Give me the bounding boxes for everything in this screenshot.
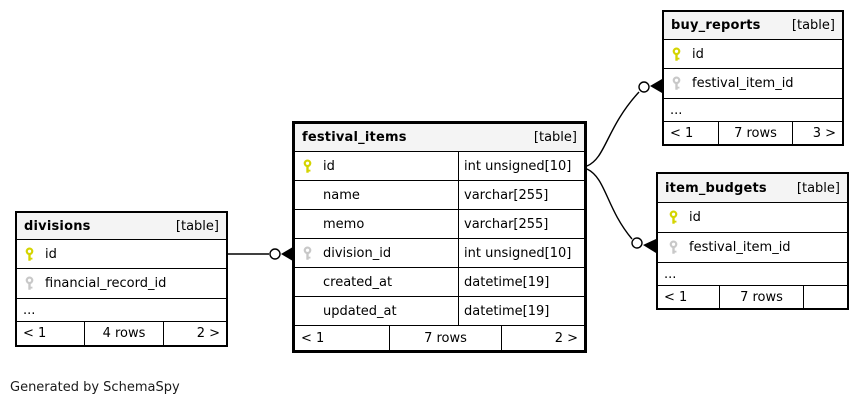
foreign-key-icon xyxy=(668,240,679,255)
primary-key-icon xyxy=(671,46,682,62)
table-badge: [table] xyxy=(791,18,835,33)
column-row: festival_item_id xyxy=(664,69,842,99)
primary-key-icon xyxy=(24,246,35,262)
table-buy-reports: buy_reports [table] id festival_item_id … xyxy=(662,10,844,146)
edge-divisions-festival-items xyxy=(228,247,292,261)
column-row: financial_record_id xyxy=(17,269,226,299)
column-name: festival_item_id xyxy=(692,76,794,91)
column-name: created_at xyxy=(323,274,393,290)
parents-indicator: < 1 xyxy=(23,326,47,341)
children-indicator: 2 > xyxy=(501,326,584,350)
column-type: int unsigned[10] xyxy=(458,152,584,180)
column-name: division_id xyxy=(323,245,392,261)
column-row: id int unsigned[10] xyxy=(295,152,584,181)
children-indicator: 3 > xyxy=(792,122,842,144)
column-row: memo varchar[255] xyxy=(295,210,584,239)
table-festival-items: festival_items [table] id int unsigned[1… xyxy=(292,121,587,353)
table-title-divisions[interactable]: divisions xyxy=(24,218,91,234)
table-divisions: divisions [table] id financial_record_id… xyxy=(15,211,228,347)
primary-key-icon xyxy=(668,210,679,225)
column-row: id xyxy=(664,40,842,69)
column-name: name xyxy=(323,187,360,203)
table-footer: < 1 7 rows 2 > xyxy=(295,326,584,350)
table-badge: [table] xyxy=(175,218,219,234)
table-item-budgets: item_budgets [table] id festival_item_id… xyxy=(656,172,849,310)
row-count: 4 rows xyxy=(84,322,163,345)
table-title-buy-reports[interactable]: buy_reports xyxy=(671,18,761,33)
table-badge: [table] xyxy=(533,130,577,145)
edge-festival-items-buy-reports xyxy=(586,79,662,167)
table-header: divisions [table] xyxy=(17,213,226,240)
column-row: name varchar[255] xyxy=(295,181,584,210)
table-header: festival_items [table] xyxy=(295,124,584,152)
ellipsis-label: ... xyxy=(23,302,36,318)
ellipsis-label: ... xyxy=(664,266,677,282)
more-columns-row: ... xyxy=(17,299,226,322)
table-footer: < 1 7 rows xyxy=(658,286,847,308)
column-row: updated_at datetime[19] xyxy=(295,297,584,326)
column-name: festival_item_id xyxy=(689,240,791,255)
column-type: varchar[255] xyxy=(458,210,584,238)
foreign-key-icon xyxy=(24,276,35,291)
table-header: item_budgets [table] xyxy=(658,174,847,203)
table-footer: < 1 7 rows 3 > xyxy=(664,122,842,144)
more-columns-row: ... xyxy=(658,263,847,286)
column-row: id xyxy=(17,240,226,269)
foreign-key-icon xyxy=(671,76,682,91)
ellipsis-label: ... xyxy=(670,102,683,118)
table-title-item-budgets[interactable]: item_budgets xyxy=(665,180,767,196)
column-name: updated_at xyxy=(323,303,397,319)
row-count: 7 rows xyxy=(389,326,501,350)
table-header: buy_reports [table] xyxy=(664,12,842,40)
column-type: datetime[19] xyxy=(458,297,584,325)
table-badge: [table] xyxy=(796,180,840,196)
generated-by-note: Generated by SchemaSpy xyxy=(10,380,180,395)
primary-key-icon xyxy=(302,158,313,174)
table-title-festival-items[interactable]: festival_items xyxy=(302,130,407,145)
column-name: id xyxy=(689,210,701,225)
edge-festival-items-item-budgets xyxy=(586,168,656,253)
column-row: division_id int unsigned[10] xyxy=(295,239,584,268)
column-name: memo xyxy=(323,216,365,232)
column-row: id xyxy=(658,203,847,233)
table-footer: < 1 4 rows 2 > xyxy=(17,322,226,345)
children-indicator: 2 > xyxy=(163,322,226,345)
column-row: festival_item_id xyxy=(658,233,847,263)
column-name: id xyxy=(692,46,704,62)
row-count: 7 rows xyxy=(719,286,803,308)
row-count: 7 rows xyxy=(718,122,792,144)
parents-indicator: < 1 xyxy=(664,289,688,305)
more-columns-row: ... xyxy=(664,99,842,122)
column-type: datetime[19] xyxy=(458,268,584,296)
column-row: created_at datetime[19] xyxy=(295,268,584,297)
column-name: id xyxy=(323,158,335,174)
column-type: int unsigned[10] xyxy=(458,239,584,267)
column-name: financial_record_id xyxy=(45,276,167,291)
column-type: varchar[255] xyxy=(458,181,584,209)
column-name: id xyxy=(45,246,57,262)
parents-indicator: < 1 xyxy=(670,125,694,141)
children-indicator xyxy=(803,286,847,308)
parents-indicator: < 1 xyxy=(301,330,325,346)
foreign-key-icon xyxy=(302,245,313,261)
